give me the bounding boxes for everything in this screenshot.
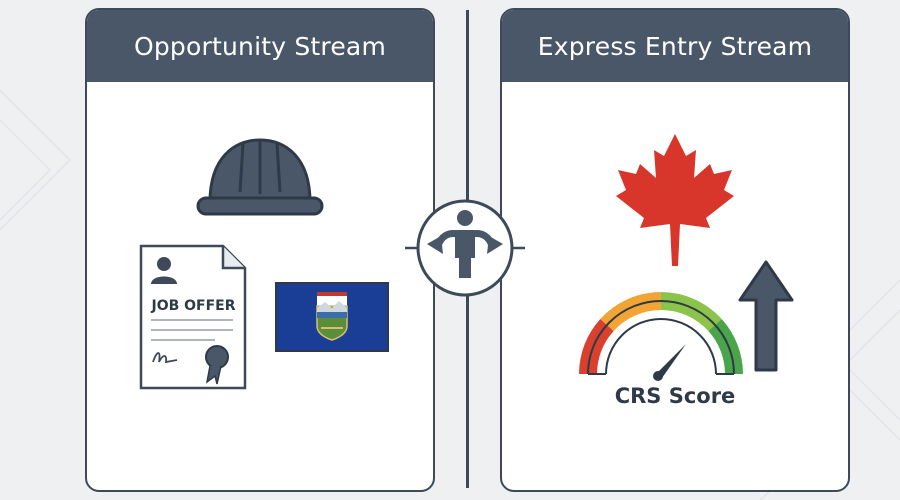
seal-icon xyxy=(205,345,229,369)
express-entry-stream-title: Express Entry Stream xyxy=(502,10,848,82)
express-entry-stream-panel: Express Entry Stream xyxy=(500,8,850,492)
hard-hat-icon xyxy=(196,138,324,216)
gauge-needle-icon xyxy=(656,344,686,378)
maple-leaf-icon xyxy=(616,134,734,266)
job-offer-label: JOB OFFER xyxy=(151,298,236,314)
job-offer-certificate-icon xyxy=(139,244,247,390)
opportunity-stream-body: JOB OFFER xyxy=(87,82,433,490)
express-entry-stream-body: CRS Score xyxy=(502,82,848,490)
opportunity-stream-panel: Opportunity Stream xyxy=(85,8,435,492)
person-icon xyxy=(157,257,171,271)
alberta-flag-icon xyxy=(275,282,389,352)
arrow-up-icon xyxy=(738,260,794,372)
person-crossroads-icon xyxy=(405,199,525,297)
opportunity-stream-title: Opportunity Stream xyxy=(87,10,433,82)
score-gauge-icon xyxy=(579,292,743,381)
crs-score-label: CRS Score xyxy=(614,384,736,408)
